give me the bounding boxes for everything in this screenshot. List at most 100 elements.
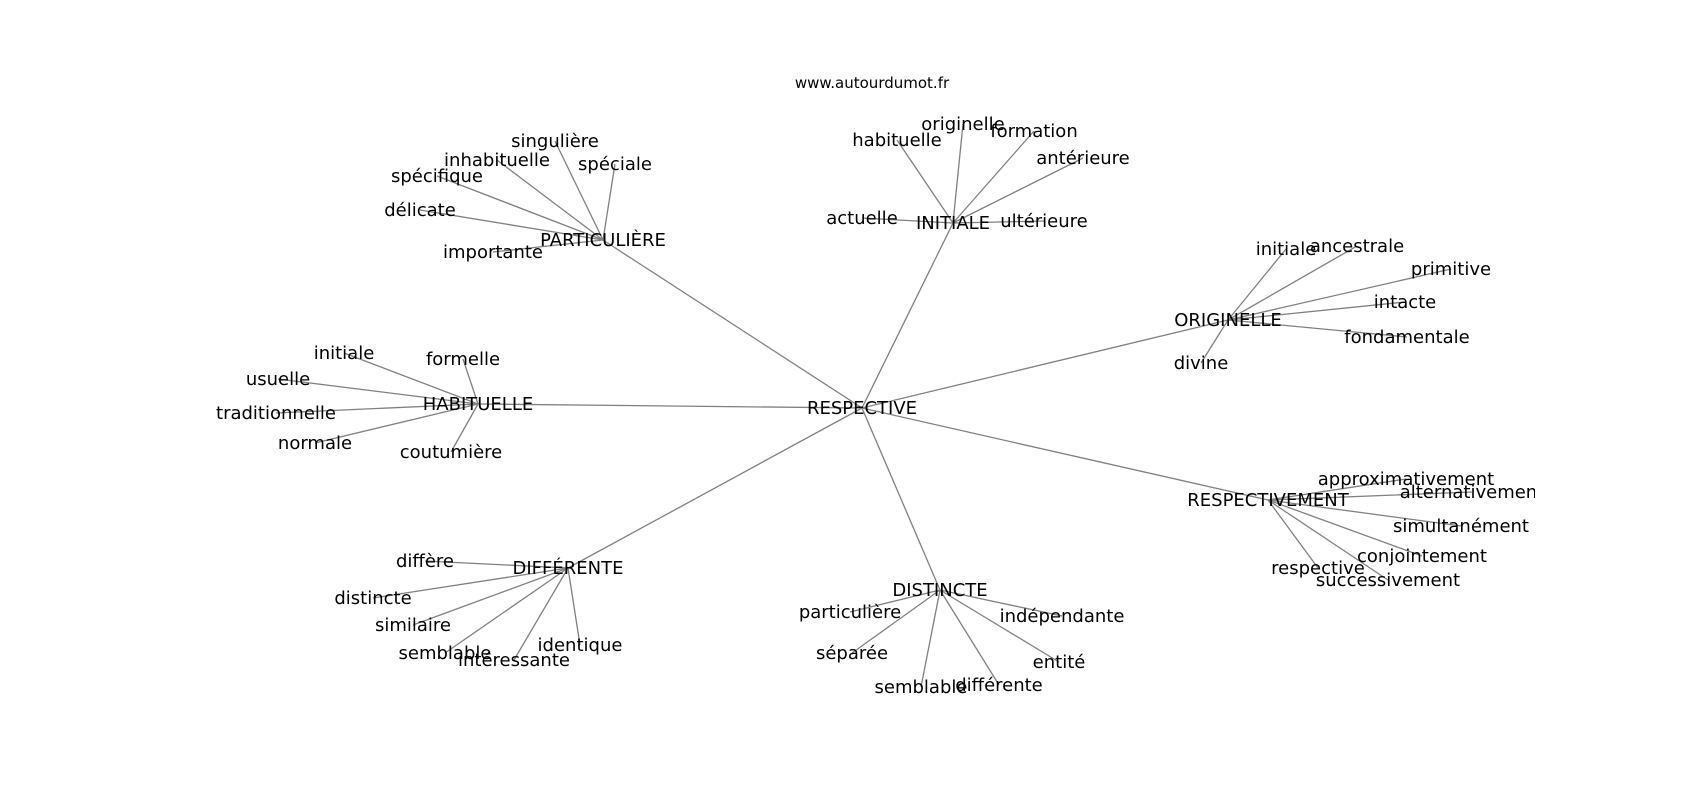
leaf-node-originelle-5: divine: [1174, 353, 1229, 374]
leaf-node-particuliere-0: singulière: [511, 131, 599, 152]
leaf-node-originelle-4: fondamentale: [1344, 327, 1469, 348]
edge-originelle-leaf-5: [1200, 319, 1229, 364]
edge-differente-leaf-0: [424, 560, 569, 569]
edge-differente-leaf-5: [567, 567, 581, 646]
leaf-node-originelle-3: intacte: [1374, 292, 1437, 313]
edge-respectivement-leaf-5: [1267, 499, 1389, 581]
edge-respectivement-leaf-2: [1267, 499, 1462, 527]
leaf-node-habituelle-0: initiale: [314, 343, 375, 364]
edge-center-differente: [567, 407, 863, 569]
edge-distincte-leaf-4: [920, 589, 941, 688]
leaf-node-respectivement-3: conjointement: [1357, 546, 1487, 567]
edge-particuliere-leaf-2: [602, 163, 616, 241]
hub-node-respectivement: RESPECTIVEMENT: [1187, 490, 1349, 511]
edge-particuliere-leaf-5: [492, 239, 604, 253]
edge-particuliere-leaf-0: [554, 140, 604, 241]
leaf-node-distincte-2: séparée: [816, 643, 888, 664]
center-node-label: RESPECTIVE: [807, 398, 917, 419]
edge-originelle-leaf-1: [1227, 245, 1358, 321]
edge-center-respectivement: [861, 407, 1269, 501]
hub-node-initiale: INITIALE: [916, 213, 990, 234]
edge-differente-leaf-1: [372, 567, 569, 599]
leaf-node-habituelle-3: traditionnelle: [216, 403, 336, 424]
edge-differente-leaf-4: [513, 567, 569, 661]
edge-center-particuliere: [602, 239, 863, 409]
leaf-node-distincte-1: indépendante: [1000, 606, 1125, 627]
site-label: www.autourdumot.fr: [795, 74, 950, 92]
edge-distincte-leaf-2: [851, 589, 941, 654]
edge-distincte-leaf-0: [849, 589, 941, 613]
edge-center-originelle: [861, 319, 1229, 409]
edge-respectivement-leaf-4: [1267, 499, 1319, 569]
edge-initiale-leaf-4: [861, 217, 954, 224]
leaf-node-particuliere-2: spéciale: [578, 154, 652, 175]
leaf-node-respectivement-4: respective: [1271, 558, 1365, 579]
edge-originelle-leaf-0: [1227, 248, 1287, 321]
leaf-node-differente-5: identique: [538, 635, 623, 656]
edge-originelle-leaf-4: [1227, 319, 1408, 338]
edge-initiale-leaf-3: [952, 157, 1084, 224]
edge-respectivement-leaf-1: [1267, 491, 1473, 501]
leaf-node-respectivement-2: simultanément: [1393, 516, 1529, 537]
leaf-node-particuliere-5: importante: [443, 242, 543, 263]
leaf-node-particuliere-3: spécifique: [391, 166, 483, 187]
hub-node-originelle: ORIGINELLE: [1174, 310, 1282, 331]
edge-habituelle-leaf-5: [450, 403, 479, 453]
leaf-node-initiale-5: ultérieure: [1000, 211, 1088, 232]
leaf-node-originelle-1: ancestrale: [1310, 236, 1404, 257]
leaf-node-originelle-2: primitive: [1411, 259, 1491, 280]
leaf-node-habituelle-2: usuelle: [246, 369, 310, 390]
graph-labels: RESPECTIVE PARTICULIÈRE singulièreinhabitu…: [216, 114, 1545, 698]
leaf-node-particuliere-1: inhabituelle: [444, 150, 550, 171]
leaf-node-respectivement-0: approximativement: [1318, 469, 1494, 490]
leaf-node-differente-1: distincte: [334, 588, 411, 609]
leaf-node-distincte-4: semblable: [875, 677, 968, 698]
leaf-node-habituelle-4: normale: [278, 433, 352, 454]
graph-edges: [275, 123, 1473, 688]
leaf-node-habituelle-1: formelle: [426, 349, 500, 370]
leaf-node-initiale-3: antérieure: [1036, 148, 1130, 169]
edge-center-habituelle: [477, 403, 863, 409]
leaf-node-initiale-1: originelle: [921, 114, 1004, 135]
edge-distincte-leaf-3: [939, 589, 1060, 663]
leaf-node-respectivement-1: alternativement: [1400, 482, 1545, 503]
edge-center-initiale: [861, 222, 954, 409]
leaf-node-differente-0: diffère: [396, 551, 454, 572]
edge-habituelle-leaf-2: [277, 378, 479, 405]
hub-node-distincte: DISTINCTE: [892, 580, 987, 601]
leaf-node-habituelle-5: coutumière: [400, 442, 502, 463]
hub-node-particuliere: PARTICULIÈRE: [540, 229, 666, 251]
edge-habituelle-leaf-0: [343, 352, 479, 405]
edge-initiale-leaf-1: [952, 123, 964, 224]
leaf-node-originelle-0: initiale: [1256, 239, 1317, 260]
leaf-node-differente-4: intéressante: [458, 650, 570, 671]
leaf-node-differente-3: semblable: [399, 643, 492, 664]
edge-initiale-leaf-5: [952, 220, 1045, 224]
edge-initiale-leaf-2: [952, 130, 1035, 224]
edge-originelle-leaf-3: [1227, 301, 1406, 321]
edge-center-distincte: [861, 407, 941, 591]
leaf-node-initiale-0: habituelle: [852, 130, 941, 151]
leaf-node-initiale-2: formation: [990, 121, 1077, 142]
edge-respectivement-leaf-0: [1267, 478, 1407, 501]
edge-initiale-leaf-0: [896, 139, 954, 224]
edge-particuliere-leaf-1: [496, 159, 604, 241]
leaf-node-distincte-5: différente: [955, 675, 1043, 696]
edge-particuliere-leaf-4: [419, 209, 604, 241]
hub-node-differente: DIFFÉRENTE: [513, 557, 624, 579]
leaf-node-distincte-0: particulière: [799, 602, 901, 623]
edge-distincte-leaf-5: [939, 589, 1000, 686]
edge-habituelle-leaf-1: [462, 358, 479, 405]
hub-node-habituelle: HABITUELLE: [423, 394, 533, 415]
leaf-node-differente-2: similaire: [375, 615, 451, 636]
edge-respectivement-leaf-3: [1267, 499, 1423, 557]
leaf-node-distincte-3: entité: [1033, 652, 1086, 673]
edge-particuliere-leaf-3: [436, 175, 604, 241]
edge-distincte-leaf-1: [939, 589, 1063, 617]
edge-differente-leaf-2: [412, 567, 569, 626]
leaf-node-respectivement-5: successivement: [1316, 570, 1460, 591]
edge-differente-leaf-3: [444, 567, 569, 654]
edge-habituelle-leaf-4: [314, 403, 479, 444]
edge-originelle-leaf-2: [1227, 268, 1452, 321]
